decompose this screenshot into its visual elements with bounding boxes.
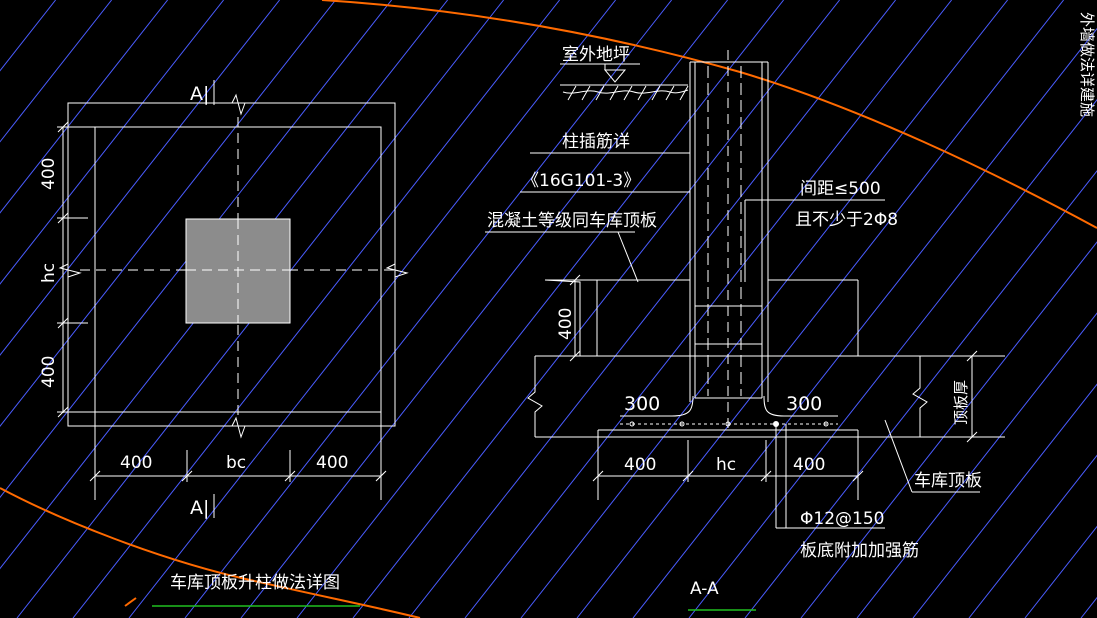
orange-tick [124, 597, 137, 607]
plan-break-left [58, 263, 82, 278]
plan-title: 车库顶板升柱做法详图 [170, 573, 340, 593]
hatch-line [240, 0, 729, 618]
plan-dim-x-right: 400 [316, 453, 348, 473]
edge-text: 外墙做法详建施 [1078, 12, 1096, 117]
hatch-line [72, 0, 561, 618]
plan-dim-left-ticks [57, 121, 95, 418]
capital-dim-400: 400 [556, 308, 576, 340]
section-view [485, 50, 1005, 529]
hatch-line [408, 0, 897, 618]
hatch-line [856, 312, 1097, 618]
rebar-dots [629, 421, 829, 427]
orange-curve-top [321, 0, 1097, 229]
concrete-label: 混凝土等级同车库顶板 [487, 211, 657, 231]
plan-break-bottom [231, 416, 246, 439]
section-dim-left-300: 300 [624, 393, 660, 415]
hatch-line [520, 0, 1009, 618]
ground-label: 室外地坪 [562, 45, 630, 65]
slab-thickness-label: 顶板厚 [952, 380, 970, 425]
hatch-line [184, 0, 673, 618]
spacing-min-label: 且不少于2Φ8 [795, 210, 898, 230]
column-rebar-label: 柱插筋详 [562, 132, 630, 152]
rebar-note: 板底附加加强筋 [800, 541, 919, 561]
plan-break-top [231, 93, 246, 116]
plan-dim-x-left: 400 [120, 453, 152, 473]
hatch-line [968, 454, 1097, 618]
soil-hatch [562, 85, 689, 101]
plan-section-mark-top: A| [190, 83, 209, 105]
roof-slab-leader [884, 419, 913, 493]
section-title: A-A [690, 579, 719, 599]
concrete-leader [617, 231, 639, 283]
plan-section-mark-bottom: A| [190, 497, 209, 519]
ground-level-triangle [603, 69, 627, 83]
plan-dim-top-left: 400 [39, 158, 59, 190]
section-dim-bottom-ticks [592, 430, 864, 500]
hatch-line [688, 99, 1097, 618]
roof-slab-label: 车库顶板 [914, 471, 982, 491]
plan-dim-x-bc: bc [226, 453, 246, 473]
section-dim-right-300: 300 [786, 393, 822, 415]
u-bar [620, 395, 694, 417]
hatch-line [912, 383, 1097, 618]
hatch-line [800, 241, 1097, 618]
spacing-label: 间距≤500 [800, 179, 881, 199]
hatch-line [352, 0, 841, 618]
rebar-spec: Φ12@150 [800, 509, 884, 529]
slab-break-right [912, 356, 928, 437]
hatch-line [0, 0, 57, 72]
stirrups [695, 305, 762, 399]
section-dim-bottom-left: 400 [624, 455, 656, 475]
hatch-line [296, 0, 785, 618]
plan-dim-bottom-left: 400 [39, 356, 59, 388]
hatch-line [744, 170, 1097, 618]
hatch-line [632, 27, 1097, 618]
slab-break-left [527, 356, 543, 437]
plan-dim-bottom-ticks [89, 412, 387, 500]
plan-dim-hc: hc [39, 263, 59, 283]
hatch-line [0, 0, 169, 214]
hatch-line [128, 0, 617, 618]
plan-break-right [385, 263, 409, 278]
hatch-line [576, 0, 1065, 618]
orange-curve-bottom [0, 487, 421, 618]
atlas-ref: 《16G101-3》 [522, 171, 640, 191]
u-bar-right [763, 395, 838, 417]
hatch-line [0, 0, 113, 143]
plan-view [57, 80, 409, 518]
section-dim-bottom-right: 400 [793, 455, 825, 475]
section-dim-bottom-hc: hc [716, 455, 736, 475]
